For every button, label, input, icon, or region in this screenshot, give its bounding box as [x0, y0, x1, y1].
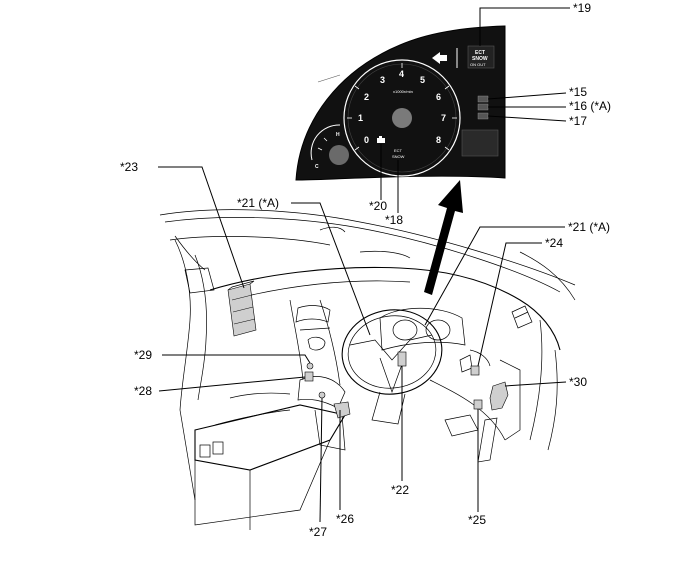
sport-line2: SNOW [472, 56, 488, 62]
tach-number-8: 8 [436, 135, 441, 145]
callout-20: *20 [369, 199, 387, 213]
component-29 [306, 362, 314, 370]
indicator-16 [477, 103, 489, 111]
callout-labels: *19 *15 *16 (*A) *17 *20 *18 *23 *21 (*A… [120, 1, 611, 539]
direction-arrow-icon [424, 180, 463, 295]
tach-unit-label: x1000r/min [393, 89, 413, 94]
callout-25: *25 [468, 513, 486, 527]
callout-24: *24 [545, 236, 563, 250]
component-27 [318, 391, 326, 399]
callout-21-right: *21 (*A) [568, 220, 610, 234]
indicator-15 [477, 95, 489, 103]
component-30 [489, 381, 509, 411]
component-23-body-ecu [227, 280, 257, 337]
callout-21-left: *21 (*A) [237, 196, 279, 210]
callout-19: *19 [573, 1, 591, 15]
indicator-17 [477, 112, 489, 120]
instrument-cluster: H C 0 1 2 3 4 5 6 7 8 x1000r/min [295, 25, 506, 181]
callout-17: *17 [569, 114, 587, 128]
arrow-left-icon [432, 52, 447, 64]
snow-indicator-label: SNOW [392, 154, 405, 159]
fuel-h-label: H [336, 132, 340, 138]
callout-27: *27 [309, 525, 327, 539]
tach-number-6: 6 [436, 92, 441, 102]
fuel-c-label: C [315, 164, 319, 170]
callout-16: *16 (*A) [569, 99, 611, 113]
tach-number-0: 0 [364, 135, 369, 145]
callout-30: *30 [569, 375, 587, 389]
tach-number-1: 1 [358, 113, 363, 123]
callout-23: *23 [120, 160, 138, 174]
callout-28: *28 [134, 384, 152, 398]
component-28 [304, 371, 314, 382]
tach-number-7: 7 [441, 113, 446, 123]
tach-number-4: 4 [399, 69, 404, 79]
vehicle-interior-drawing [159, 209, 576, 530]
ect-indicator-label: ECT [394, 148, 403, 153]
ect-snow-switch-indicator: ECT SNOW ON OUT [467, 45, 495, 69]
tach-number-5: 5 [420, 75, 425, 85]
info-display [461, 129, 499, 157]
callout-26: *26 [336, 512, 354, 526]
sport-line3: ON OUT [470, 62, 486, 67]
leader-lines [158, 7, 570, 523]
component-22 [397, 351, 407, 367]
callout-22: *22 [391, 483, 409, 497]
cluster-panel [295, 25, 506, 181]
tach-number-2: 2 [364, 92, 369, 102]
component-25 [473, 399, 483, 410]
callout-18: *18 [385, 213, 403, 227]
sport-line1: ECT [475, 50, 485, 56]
component-26 [333, 401, 351, 419]
fuel-gauge: H C [310, 124, 349, 170]
callout-15: *15 [569, 85, 587, 99]
check-engine-icon [377, 136, 385, 143]
component-24 [470, 365, 480, 376]
tachometer: 0 1 2 3 4 5 6 7 8 x1000r/min [343, 59, 461, 177]
callout-29: *29 [134, 348, 152, 362]
tach-number-3: 3 [380, 75, 385, 85]
